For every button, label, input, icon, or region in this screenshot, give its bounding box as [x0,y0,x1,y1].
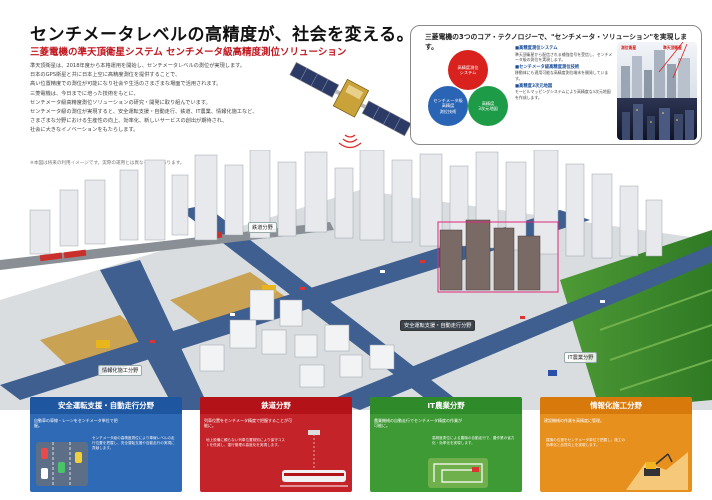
intro-line: さまざまな分野における生産性の向上、効率化、新しいサービスの創出が期待され、 [30,118,228,125]
road-lanes-figure [36,442,88,486]
tech-item-head: ■高精度測位システム [515,46,558,51]
tech-item-head: ■センチメータ級高精度測位技術 [515,64,580,70]
positioning-illustration: 準天頂衛星 測位衛星 [617,42,697,140]
map-label-construction: 情報化施工分野 [98,365,143,376]
excavator-icon [626,452,688,490]
card-title: 情報化施工分野 [540,397,692,414]
card-driving: 安全運転支援・自動走行分野 自動車の車線・レーンをセンチメータ単位で把握。 セン… [30,397,182,492]
illustration-label: 準天頂衛星 [663,45,682,50]
intro-line: 日本のGPS衛星と共に日本上空に高精度測位を提供することで、 [30,72,181,79]
card-railway: 鉄道分野 列車位置をセンチメータ精度で把握することが可能に。 地上設備に頼らない… [200,397,352,492]
positioning-system-circle: 高精度測位 システム [448,50,488,90]
page-subheadline: 三菱電機の準天頂衛星システム センチメータ級高精度測位ソリューション [30,47,347,58]
intro-text: 準天頂衛星は、2018年度から本格運用を開始し、センチメータレベルの測位が実現し… [30,62,275,136]
tech-item-list: ■高精度測位システム 準天頂衛星から配信される補強信号を受信し、センチメータ級の… [515,46,613,100]
intro-line: 社会に大きなイノベーションをもたらします。 [30,127,139,134]
card-body: 建設機械の作業を高精度に管理。 建機の位置をセンチメータ単位で把握し、施工の効率… [540,414,692,492]
card-title: 安全運転支援・自動走行分野 [30,397,182,414]
3d-map-circle: 高精度 3次元地図 [468,86,508,126]
intro-line: 準天頂衛星は、2018年度から本格運用を開始し、センチメータレベルの測位が実現し… [30,63,245,69]
illustration-label: 測位衛星 [621,45,637,50]
map-label-driving: 安全運転支援・自動走行分野 [400,320,476,331]
tech-item-text: モービルマッピングシステムにより高精度な3次元地図を作成します。 [515,89,611,100]
tech-item-text: 準天頂衛星から配信される補強信号を受信し、センチメータ級の測位を実現します。 [515,51,613,63]
tech-item-head: ■高精度3次元地図 [515,83,553,89]
core-technology-panel: 三菱電機の3つのコア・テクノロジーで、"センチメータ・ソリューション"を実現しま… [410,25,702,145]
card-text: センチメータ級の高精度測位により車線レベルの走行位置を把握し、安全運転支援や自動… [92,436,175,451]
intro-line: センチメータ級高精度測位ソリューションの研究・開発に取り組んでいます。 [30,99,211,106]
card-lead: 建設機械の作業を高精度に管理。 [544,418,604,423]
map-label-railway: 鉄道分野 [248,222,277,233]
card-agriculture: IT農業分野 農業機械の自動走行でセンチメータ精度の作業が可能に。 高精度測位に… [370,397,522,492]
intro-line: 三菱電機は、今日までに培った技術をもとに、 [30,90,139,97]
tech-panel-title: 三菱電機の3つのコア・テクノロジーで、"センチメータ・ソリューション"を実現しま… [425,33,688,51]
technology-venn: 高精度測位 システム センチメータ級 高精度 測位技術 高精度 3次元地図 [425,48,511,138]
card-lead: 農業機械の自動走行でセンチメータ精度の作業が可能に。 [374,418,462,429]
card-text: 高精度測位による農機の自動走行で、農作業の省力化・効率化を実現します。 [432,436,515,446]
city-skyline-icon [621,42,690,98]
card-title: IT農業分野 [370,397,522,414]
positioning-technology-circle: センチメータ級 高精度 測位技術 [428,86,468,126]
card-text: 地上設備に頼らない列車位置検知により保守コストを低減し、運行管理の高度化を実現し… [206,438,285,448]
tech-item: ■高精度測位システム 準天頂衛星から配信される補強信号を受信し、センチメータ級の… [515,46,613,63]
card-lead: 列車位置をセンチメータ精度で把握することが可能に。 [204,418,292,429]
tractor-icon [548,370,557,376]
tech-item-text: 移動体にも適用可能な高精度測位端末を開発しています。 [515,70,609,81]
footnote: ※本図は将来の利用イメージです。実際の運用とは異なる場合があります。 [30,161,185,166]
train-icon [280,430,348,487]
card-body: 農業機械の自動走行でセンチメータ精度の作業が可能に。 高精度測位による農機の自動… [370,414,522,492]
map-label-agriculture: IT農業分野 [564,352,598,363]
card-body: 列車位置をセンチメータ精度で把握することが可能に。 地上設備に頼らない列車位置検… [200,414,352,492]
application-cards: 安全運転支援・自動走行分野 自動車の車線・レーンをセンチメータ単位で把握。 セン… [30,397,695,492]
card-text: 建機の位置をセンチメータ単位で把握し、施工の効率化と品質向上を実現します。 [546,438,626,448]
satellite-icon [289,62,412,149]
intro-line: 高い位置精度での測位が可能になり社会や生活のさまざまな場面で活用されます。 [30,81,222,88]
card-construction: 情報化施工分野 建設機械の作業を高精度に管理。 建機の位置をセンチメータ単位で把… [540,397,692,492]
intro-line: センチメータ級の測位が実現すると、安全運転支援・自動走行、鉄道、IT農業、情報化… [30,109,258,116]
field-path-figure [428,458,488,488]
tech-item: ■センチメータ級高精度測位技術 移動体にも適用可能な高精度測位端末を開発していま… [515,65,613,82]
city-illustration [0,150,712,410]
card-title: 鉄道分野 [200,397,352,414]
night-city-view [617,98,697,140]
card-lead: 自動車の車線・レーンをセンチメータ単位で把握。 [34,418,118,429]
tech-item: ■高精度3次元地図 モービルマッピングシステムにより高精度な3次元地図を作成しま… [515,84,613,101]
card-body: 自動車の車線・レーンをセンチメータ単位で把握。 センチメータ級の高精度測位により… [30,414,182,492]
page-headline: センチメータレベルの高精度が、社会を変える。 [30,25,415,45]
